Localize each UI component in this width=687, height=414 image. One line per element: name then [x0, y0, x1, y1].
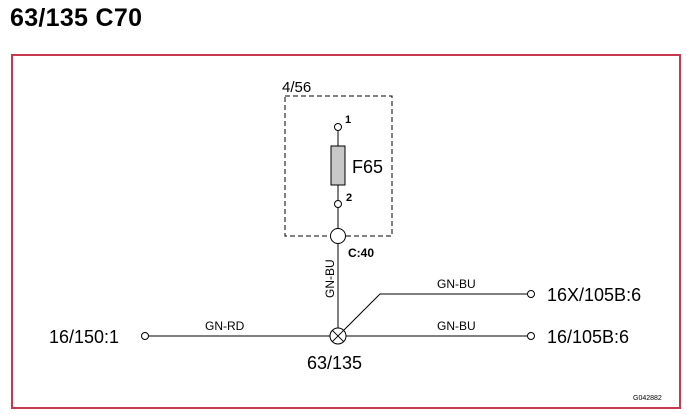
connector-label: C:40 [348, 246, 374, 260]
wire-lower-right-label: GN-BU [437, 319, 476, 333]
image-code: G042882 [633, 395, 662, 402]
splice-cross-2 [331, 329, 345, 343]
splice-label: 63/135 [307, 353, 362, 373]
fuse-pin-2-label: 2 [346, 192, 352, 204]
fuse-body [330, 145, 346, 186]
connector-c40 [330, 228, 346, 244]
terminal-lower-right-label: 16/105B:6 [547, 327, 629, 347]
fuse-pin-1-label: 1 [345, 114, 351, 126]
wire-upper-right-label: GN-BU [437, 277, 476, 291]
component-box-label: 4/56 [282, 79, 311, 96]
terminal-upper-right-label: 16X/105B:6 [547, 285, 641, 305]
fuse-label: F65 [352, 157, 383, 177]
page-title: 63/135 C70 [10, 4, 143, 32]
terminal-left-label: 16/150:1 [49, 327, 119, 347]
terminal-left-point [141, 332, 149, 340]
wire-vertical-label: GN-BU [323, 259, 337, 298]
diagram-frame [11, 54, 681, 409]
wire-upper-right [343, 293, 527, 331]
fuse-pin-2 [334, 200, 342, 208]
terminal-lower-right-point [527, 332, 535, 340]
fuse-pin-1 [334, 123, 342, 131]
wire-left-label: GN-RD [205, 319, 245, 333]
terminal-upper-right-point [527, 290, 535, 298]
